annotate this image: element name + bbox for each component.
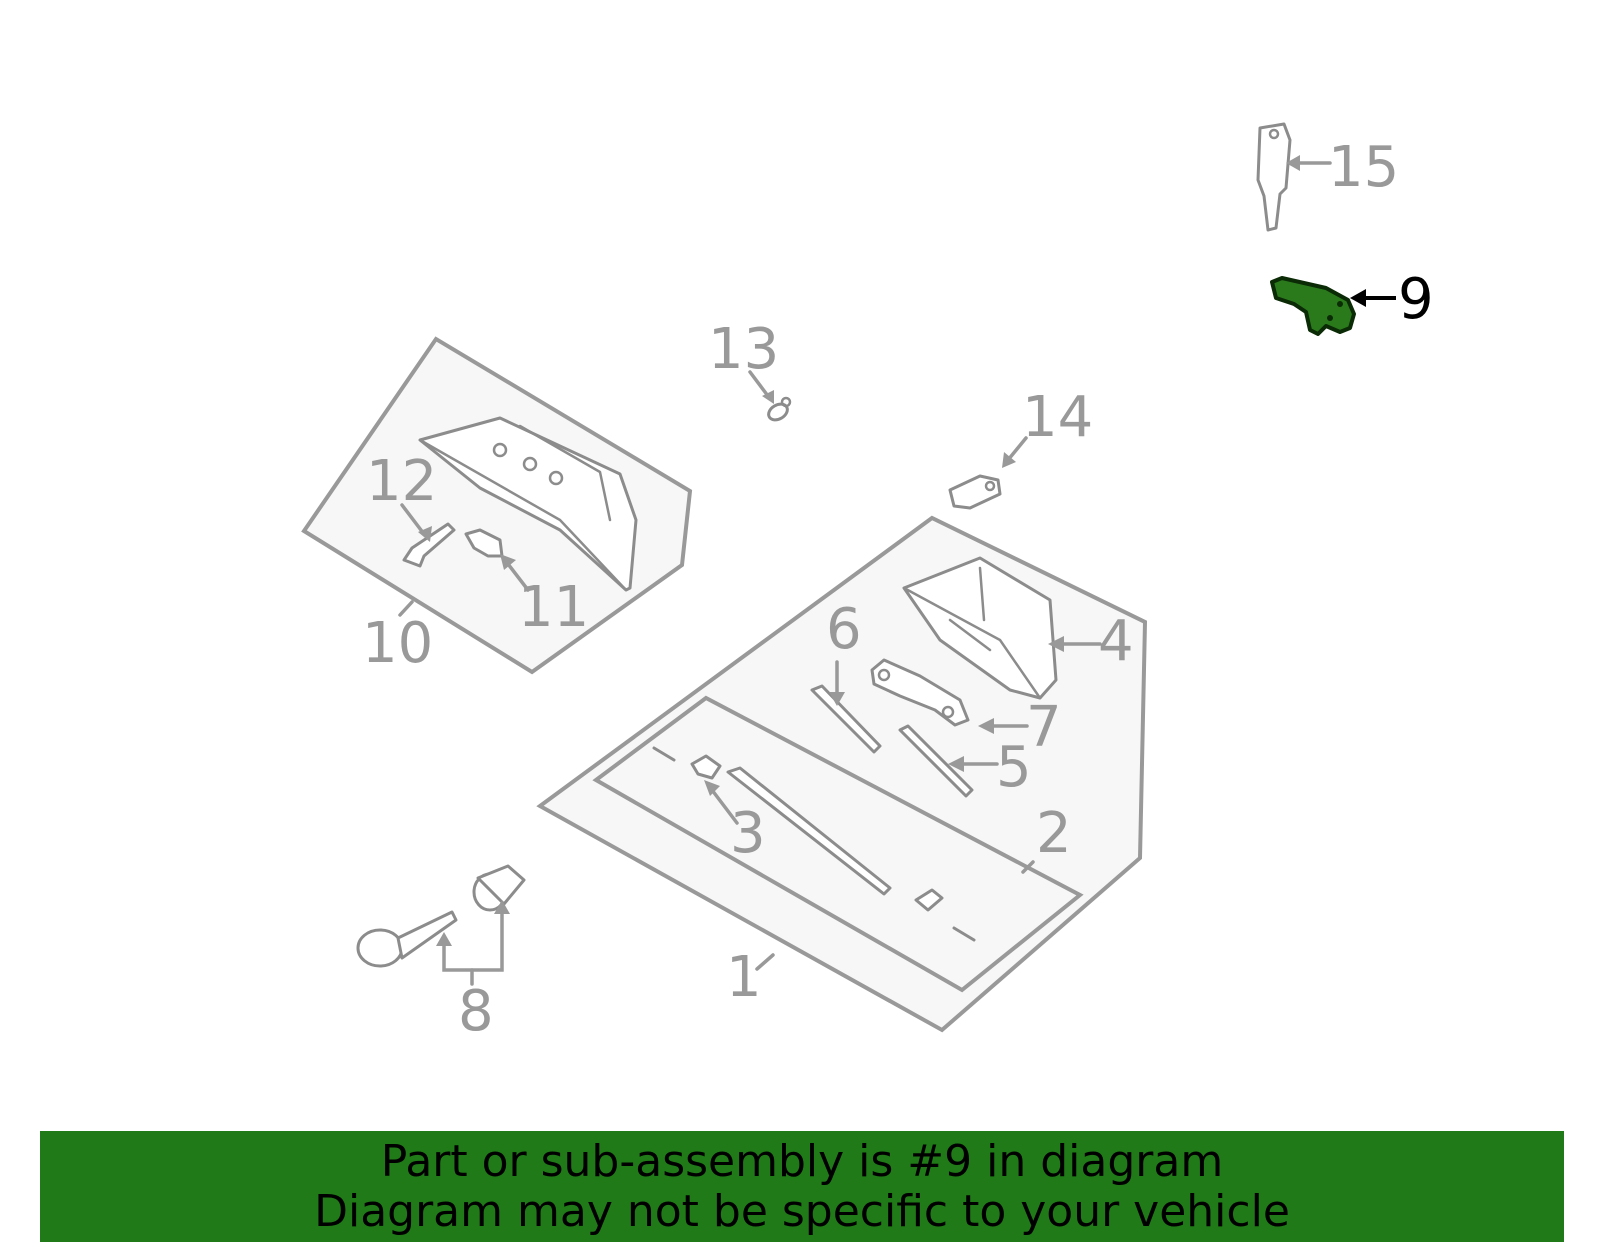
banner-line-1: Part or sub-assembly is #9 in diagram [380, 1135, 1224, 1187]
callout-10: 10 [362, 611, 433, 676]
bracket-part [1256, 122, 1292, 232]
callout-2: 2 [1036, 801, 1072, 866]
left-subassembly-panel [301, 336, 693, 675]
clip-part [690, 754, 722, 780]
highlighted-part-9 [1270, 276, 1356, 336]
info-banner: Part or sub-assembly is #9 in diagram Di… [40, 1131, 1564, 1242]
callout-4: 4 [1098, 609, 1134, 674]
callout-5: 5 [996, 735, 1032, 800]
pin-part [652, 746, 976, 942]
callout-12: 12 [366, 449, 437, 514]
callout-3: 3 [730, 801, 766, 866]
small-clip-part [767, 396, 792, 422]
callout-9: 9 [1398, 267, 1434, 332]
left-bin-part [418, 416, 638, 592]
hinge-strip-part [810, 684, 882, 754]
callout-7: 7 [1026, 695, 1062, 760]
callout-1: 1 [726, 945, 762, 1010]
callout-11: 11 [518, 575, 589, 640]
callout-14: 14 [1022, 385, 1093, 450]
callout-6: 6 [826, 597, 862, 662]
callout-15: 15 [1328, 135, 1399, 200]
latch-assembly-part [870, 658, 970, 727]
fastener-part [402, 522, 456, 568]
glove-box-bin-part [902, 556, 1058, 700]
callout-13: 13 [708, 317, 779, 382]
arrowheads [418, 155, 1300, 946]
leader-9 [1350, 289, 1396, 307]
door-pocket-part [726, 766, 892, 896]
striker-part [948, 474, 1002, 510]
door-trim-strip-part [898, 724, 974, 798]
leader-lines [398, 161, 1332, 986]
key-lock-part [356, 864, 526, 968]
banner-line-2: Diagram may not be specific to your vehi… [314, 1185, 1290, 1237]
callout-8: 8 [458, 979, 494, 1044]
